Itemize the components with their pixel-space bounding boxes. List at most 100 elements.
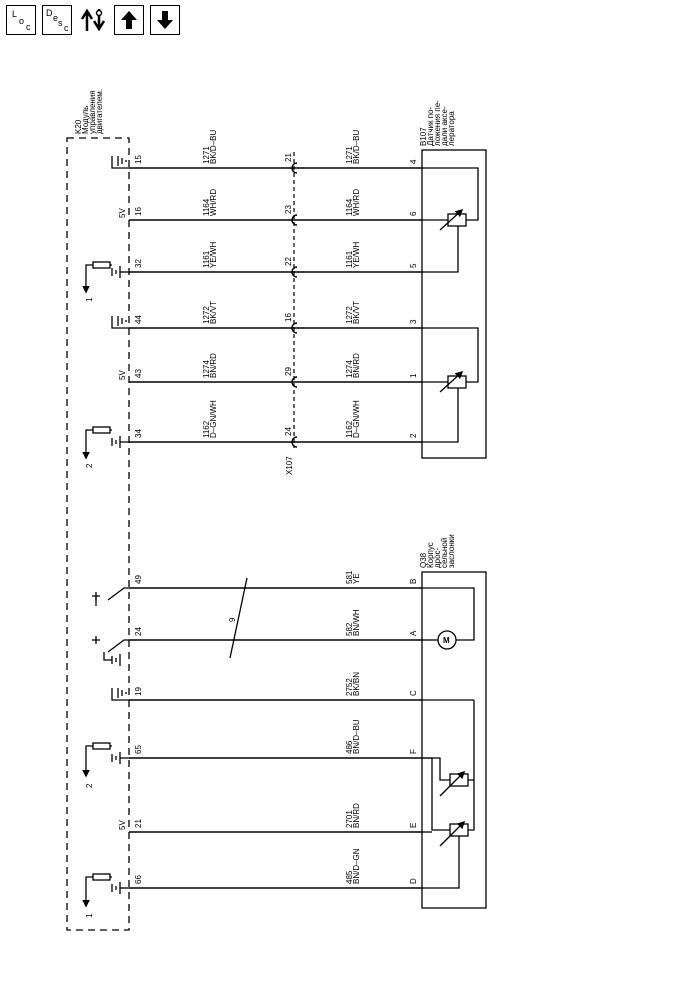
bottom-circuit-labels: 49 24 19 65 21 66 5V 581 YE 582 BN/WH 27… [85,570,418,918]
module-k20-name-line-1: Модуль [81,106,90,134]
ground-bars-19 [117,688,127,698]
color-1272-a: BK/VT [209,301,218,324]
circuit-1162-a: 1162 [202,420,211,438]
supply-5v-21: 5V [118,820,127,830]
ref-arrow-1-top [86,264,112,292]
sensor-b107-box [421,149,487,459]
desc-letter-e: e [53,13,59,23]
k20-pin-19: 19 [134,687,143,696]
page-down-button[interactable] [150,5,180,35]
color-1164-a: WH/RD [209,189,218,216]
x107-pin-22: 22 [284,257,293,266]
x107-pin-23: 23 [284,205,293,214]
x107-pin-16: 16 [284,313,293,322]
motor-symbol [437,630,457,650]
k20-pin-16: 16 [134,207,143,216]
module-k20-ref: K20 [74,119,83,134]
toolbar: L o c D e s c [6,5,180,37]
motor-label: M [443,636,450,645]
b107-pin-3: 3 [409,319,418,324]
b107-pin-1: 1 [409,373,418,378]
circuit-1272-a: 1272 [202,306,211,324]
k20-pin-21: 21 [134,819,143,828]
throttle-q38-name-line-3: сельной [440,538,449,568]
x107-cavity-23 [291,214,298,226]
connector-view-button[interactable] [78,5,108,35]
color-2752: BK/BN [352,672,361,696]
color-582: BN/WH [352,609,361,636]
x107-cavity-29 [291,376,298,388]
ground-bars-65 [111,752,121,764]
module-k20-name-line-3: двигателем. [95,89,104,134]
k20-pin-66: 66 [134,875,143,884]
ground-direct-44 [111,316,129,329]
x107-cavity-16 [291,322,298,334]
k20-pin-65: 65 [134,745,143,754]
sensor-b107-name-line-1: Датчик по- [426,107,435,146]
color-581: YE [352,573,361,584]
x107-pin-21: 21 [284,153,293,162]
color-1162-b: D–GN/WH [352,400,361,438]
desc-letter-d: D [46,8,53,18]
color-486: BN/D–BU [352,719,361,754]
k20-pin-49: 49 [134,575,143,584]
color-1274-b: BN/RD [352,353,361,378]
circuit-582: 582 [345,622,354,636]
x107-cavity-21 [291,162,298,174]
k20-pin-43: 43 [134,369,143,378]
top-wires [129,167,422,443]
ground-direct-15 [111,156,129,169]
arrow-down-icon [157,11,173,29]
ground-direct-19 [111,688,129,701]
sensor-b107-name-line-4: лератора [447,111,456,146]
supply-5v-43: 5V [118,370,127,380]
pot-upper-wiper [439,208,464,231]
bundle-label: 9 [228,617,237,622]
k20-pin-44: 44 [134,315,143,324]
pot-throttle-upper-wiper [439,770,466,797]
top-circuit-labels: 15 16 32 44 43 34 5V 5V 1271 BK/D–BU 116… [85,130,418,468]
loc-letter-l: L [12,9,18,19]
circuit-1274-a: 1274 [202,360,211,378]
bottom-ground-symbols [86,587,129,906]
x107-pin-29: 29 [284,367,293,376]
q38-internals [422,587,475,889]
sensor-b107-name-line-2: ложения пе- [433,100,442,146]
q38-pin-a: A [409,630,418,636]
ref-arrow-1-bottom [86,876,112,906]
x107-cavity-22 [291,266,298,278]
ground-bars-15 [117,156,127,166]
circuit-486: 486 [345,740,354,754]
circuit-1164-b: 1164 [345,198,354,216]
module-k20-name-line-2: управления [88,90,97,134]
ground-bars-66 [111,882,121,894]
x107-cavities [291,162,298,448]
ref-arrow-2-top [86,429,112,458]
circuit-2701: 2701 [345,810,354,828]
module-k20-label: K20 Модуль управления двигателем. [74,89,104,134]
circuit-1162-b: 1162 [345,420,354,438]
ground-bars-44 [117,316,127,326]
color-1271-a: BK/D–BU [209,130,218,164]
q38-pin-b: B [409,579,418,584]
color-1271-b: BK/D–BU [352,130,361,164]
b107-pin-5: 5 [409,263,418,268]
page-up-button[interactable] [114,5,144,35]
b107-pin-4: 4 [409,159,418,164]
k20-pin-32: 32 [134,259,143,268]
x107-pin-24: 24 [284,427,293,436]
throttle-q38-ref: Q38 [419,552,428,568]
loc-letter-o: o [19,16,25,26]
twisted-pair-slash [229,577,248,659]
connector-x107-label-group: X107 [285,456,294,475]
description-button[interactable]: D e s c [42,5,72,35]
module-k20-boundary [66,137,130,931]
circuit-1161-b: 1161 [345,250,354,268]
resistor-34 [92,426,111,434]
circuit-1271-a: 1271 [202,146,211,164]
location-button[interactable]: L o c [6,5,36,35]
resistor-32 [92,261,111,269]
x107-cavity-24 [291,436,298,448]
throttle-q38-box [421,571,487,909]
